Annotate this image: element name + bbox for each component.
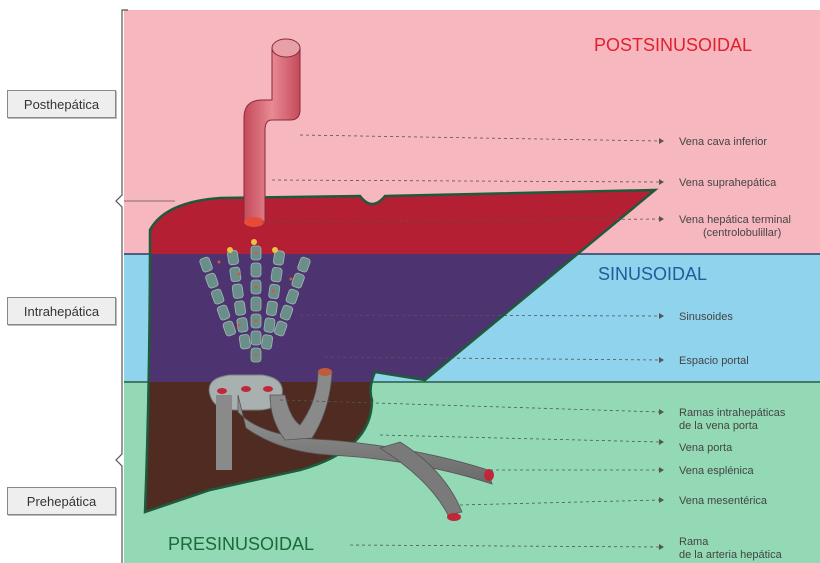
label-sinusoides: Sinusoides <box>679 311 733 323</box>
label-vena-porta: Vena porta <box>679 442 733 454</box>
zone-title-sinus: SINUSOIDAL <box>598 264 707 284</box>
label-esplenica: Vena esplénica <box>679 465 754 477</box>
label-mesenterica: Vena mesentérica <box>679 495 768 507</box>
label-espacio-portal: Espacio portal <box>679 355 749 367</box>
zone-title-pre: PRESINUSOIDAL <box>168 534 314 554</box>
label-rama-1: Rama <box>679 536 709 548</box>
zone-title-post: POSTSINUSOIDAL <box>594 35 752 55</box>
label-vena-cava: Vena cava inferior <box>679 136 767 148</box>
label-suprahepatica: Vena suprahepática <box>679 177 777 189</box>
label-ramas-2: de la vena porta <box>679 420 759 432</box>
label-terminal-2: (centrolobulillar) <box>703 227 781 239</box>
label-ramas-1: Ramas intrahepáticas <box>679 407 786 419</box>
label-terminal-1: Vena hepática terminal <box>679 214 791 226</box>
label-rama-2: de la arteria hepática <box>679 549 783 561</box>
